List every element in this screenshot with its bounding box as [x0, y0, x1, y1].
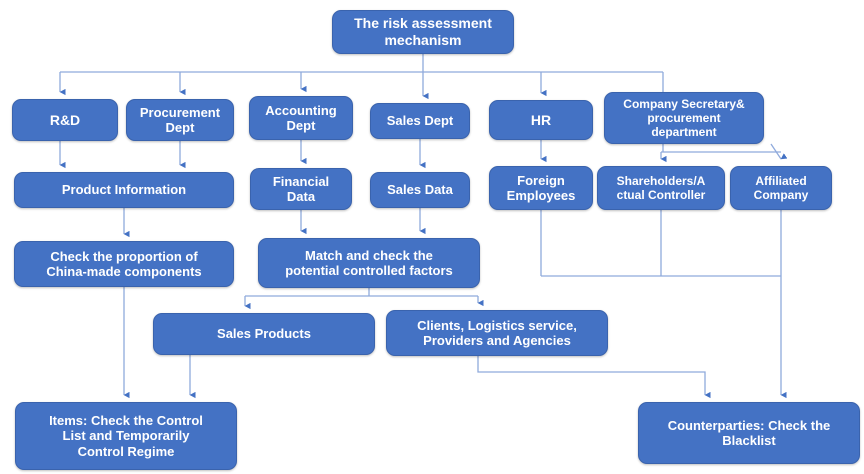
node-product-information[interactable]: Product Information [14, 172, 234, 208]
node-accounting-dept[interactable]: Accounting Dept [249, 96, 353, 140]
node-sales-products[interactable]: Sales Products [153, 313, 375, 355]
node-procurement-dept[interactable]: Procurement Dept [126, 99, 234, 141]
node-company-secretary-procurement-department[interactable]: Company Secretary& procurement departmen… [604, 92, 764, 144]
node-items-check-control-list[interactable]: Items: Check the Control List and Tempor… [15, 402, 237, 470]
edge-compsec-to-affiliated [770, 143, 788, 160]
node-affiliated-company[interactable]: Affiliated Company [730, 166, 832, 210]
node-hr[interactable]: HR [489, 100, 593, 140]
node-check-proportion-china-made-components[interactable]: Check the proportion of China-made compo… [14, 241, 234, 287]
node-sales-dept[interactable]: Sales Dept [370, 103, 470, 139]
node-foreign-employees[interactable]: Foreign Employees [489, 166, 593, 210]
node-counterparties-check-blacklist[interactable]: Counterparties: Check the Blacklist [638, 402, 860, 464]
edge-clients-to-counter [477, 356, 711, 399]
node-risk-assessment-mechanism[interactable]: The risk assessment mechanism [332, 10, 514, 54]
node-sales-data[interactable]: Sales Data [370, 172, 470, 208]
node-clients-logistics-providers-agencies[interactable]: Clients, Logistics service, Providers an… [386, 310, 608, 356]
node-rnd[interactable]: R&D [12, 99, 118, 141]
node-shareholders-actual-controller[interactable]: Shareholders/A ctual Controller [597, 166, 725, 210]
node-financial-data[interactable]: Financial Data [250, 168, 352, 210]
node-match-check-potential-controlled-factors[interactable]: Match and check the potential controlled… [258, 238, 480, 288]
